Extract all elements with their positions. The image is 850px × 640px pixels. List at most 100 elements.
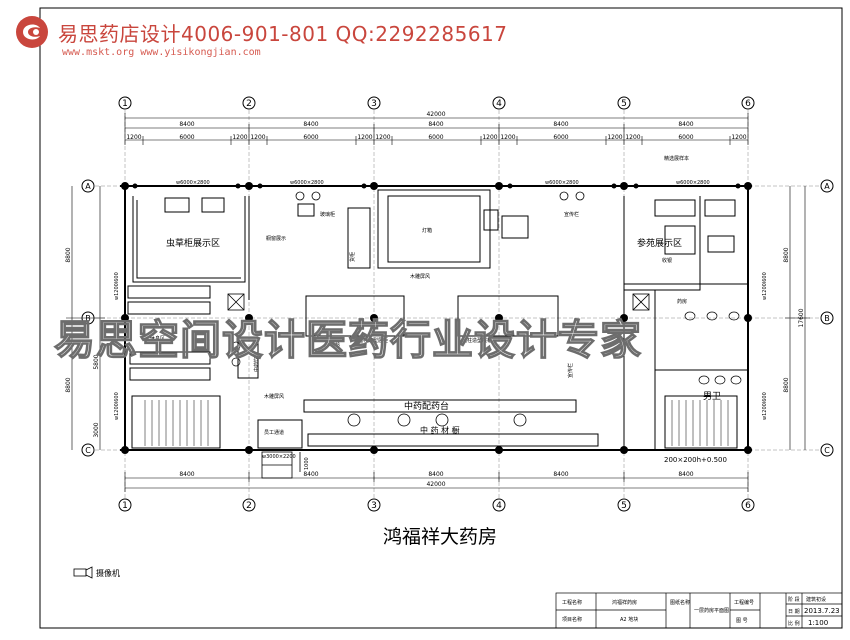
axis-top-4: 4 — [496, 99, 502, 109]
tb-scale-value: 1:100 — [808, 619, 828, 627]
zone-shelf-label: 货柜 — [349, 252, 356, 262]
dim-top-sub-7: 1200 — [375, 134, 390, 141]
dim-top-sub-6: 1200 — [357, 134, 372, 141]
zone-counter: 收银 — [662, 257, 672, 264]
camera-legend-label: 摄像机 — [96, 569, 120, 578]
dim-top-sub-10: 1200 — [500, 134, 515, 141]
dim-top-sub-9: 1200 — [482, 134, 497, 141]
dim-bottom-bay-3: 8400 — [428, 471, 443, 478]
dim-right-upper: 8800 — [783, 247, 790, 262]
zone-lightbox: 灯箱 — [422, 227, 432, 234]
zone-wood-screen-right: 木雕屏风 — [264, 393, 284, 400]
axis-bottom-4: 4 — [496, 501, 502, 511]
tb-date-value: 2013.7.23 — [804, 607, 840, 615]
zone-herb-cabinet: 中 药 材 橱 — [420, 425, 460, 435]
tb-drawing-label: 图纸名称 — [670, 599, 690, 606]
zone-window-display: 橱窗展示 — [266, 235, 286, 242]
axis-top-1: 1 — [122, 99, 128, 109]
interior-partitions — [127, 189, 749, 451]
dim-bottom-bay-1: 8400 — [179, 471, 194, 478]
axis-right-B: B — [824, 314, 830, 323]
dim-top-sub-14: 6000 — [678, 134, 693, 141]
axis-top-5: 5 — [621, 99, 627, 109]
dim-left-upper: 8800 — [65, 247, 72, 262]
bottom-dimensions — [124, 472, 749, 492]
header-websites: www.mskt.org www.yisikongjian.com — [62, 47, 261, 58]
tb-project-label: 工程名称 — [562, 599, 582, 606]
dim-top-bay-3: 8400 — [428, 121, 443, 128]
dim-top-sub-2: 6000 — [179, 134, 194, 141]
side-window-1: w1200l600 — [114, 272, 120, 300]
door-size: w3000×2200 — [262, 454, 296, 460]
axis-left-A: A — [85, 182, 91, 191]
tb-drawing-value: 一层药房平面图 — [694, 607, 729, 614]
zone-side-label: 宣传栏 — [564, 211, 579, 218]
dim-top-sub-13: 1200 — [625, 134, 640, 141]
side-window-3: w1200l600 — [762, 272, 768, 300]
axis-markers-bottom — [118, 498, 755, 512]
zone-pharmacy-room: 药房 — [677, 298, 687, 305]
watermark-text: 易思空间设计医药行业设计专家 — [53, 315, 642, 364]
zone-side-label-2: 宣传栏 — [567, 363, 574, 378]
side-window-2: w1200l600 — [114, 392, 120, 420]
tb-stage-value: 建筑初设 — [806, 596, 826, 603]
window-3: w6000×2800 — [545, 180, 579, 186]
zone-round-counter-2: 圆柱造型展柜 — [462, 337, 492, 344]
top-dimensions — [124, 113, 749, 145]
axis-top-3: 3 — [371, 99, 377, 109]
window-1: w6000×2800 — [176, 180, 210, 186]
axis-right-A: A — [824, 182, 830, 191]
zone-herb-dispensing: 中药配药台 — [404, 400, 449, 412]
tb-item-label: 项目名称 — [562, 616, 582, 623]
window-4: w6000×2800 — [676, 180, 710, 186]
elevator-shafts — [227, 293, 650, 311]
axis-bottom-5: 5 — [621, 501, 627, 511]
dim-top-bay-4: 8400 — [553, 121, 568, 128]
axis-bottom-6: 6 — [745, 501, 751, 511]
tb-drawing-no-label: 工程编号 — [734, 599, 754, 606]
axis-left-B: B — [85, 314, 91, 323]
axis-bottom-2: 2 — [246, 501, 252, 511]
dim-top-sub-8: 6000 — [428, 134, 443, 141]
tb-scale-label: 比 例 — [788, 620, 800, 627]
tb-stage-label: 阶 段 — [788, 596, 800, 603]
dim-top-sub-11: 6000 — [553, 134, 568, 141]
dim-left-small-1: 3000 — [93, 422, 100, 437]
zone-mens-toilet: 男卫 — [703, 391, 721, 402]
drawing-title: 鸿福祥大药房 — [383, 526, 498, 548]
tb-date-label: 日 期 — [788, 609, 800, 615]
dim-top-sub-1: 1200 — [126, 134, 141, 141]
side-dimensions — [66, 186, 810, 450]
stools — [295, 191, 585, 427]
zone-display-sample: 精选展样本 — [664, 155, 689, 162]
zone-herbal-shelf: 中药饮片 — [253, 352, 260, 372]
axis-top-2: 2 — [246, 99, 252, 109]
structural-columns — [121, 182, 752, 454]
dim-bottom-total: 42000 — [426, 481, 445, 488]
zone-cordyceps: 虫草柜展示区 — [166, 237, 220, 249]
toilet-fixtures — [231, 311, 742, 385]
entrance-door — [261, 451, 301, 479]
dim-1000: 1000 — [304, 457, 310, 470]
camera-icon — [73, 566, 93, 579]
dim-top-bay-1: 8400 — [179, 121, 194, 128]
dim-bottom-bay-5: 8400 — [678, 471, 693, 478]
dim-right-total: 17600 — [798, 308, 805, 327]
stair-hatch — [144, 400, 729, 446]
tb-sheet-label: 图 号 — [736, 618, 748, 624]
dim-top-sub-5: 6000 — [303, 134, 318, 141]
dim-bottom-bay-2: 8400 — [303, 471, 318, 478]
zone-ginseng: 参苑展示区 — [637, 237, 682, 249]
axis-bottom-3: 3 — [371, 501, 377, 511]
dim-top-sub-3: 1200 — [232, 134, 247, 141]
dim-left-small-2: 5800 — [93, 354, 100, 369]
side-window-4: w1200l600 — [762, 392, 768, 420]
zone-round-counter-1: 圆柱造型展柜 — [358, 337, 388, 344]
dim-top-bay-2: 8400 — [303, 121, 318, 128]
axis-left-C: C — [85, 446, 91, 455]
ramp-label: 200×200h+0.500 — [664, 456, 727, 464]
axis-top-6: 6 — [745, 99, 751, 109]
dim-top-sub-4: 1200 — [250, 134, 265, 141]
